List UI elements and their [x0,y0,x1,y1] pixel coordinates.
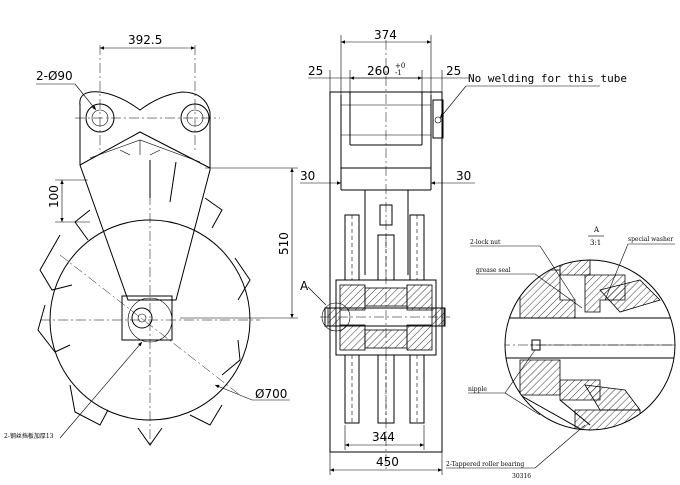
detail-scale-value: 3:1 [590,239,601,247]
dim-260: 260 [367,64,390,78]
note-plate: 2-钢丝挡板加厚13 [4,432,54,440]
label-bearing: 2-Tappered roller bearing [446,461,524,468]
hub-block [121,295,173,341]
label-special-washer: special washer [628,236,673,243]
note-no-welding: No welding for this tube [468,72,627,85]
dim-344: 344 [372,430,395,444]
dim-30-left: 30 [300,169,315,183]
wheel-teeth [37,160,251,446]
frame-outline [329,91,443,453]
dim-25-right: 25 [446,64,461,78]
label-bearing-code: 30316 [512,473,531,480]
dim-100: 100 [47,185,61,208]
front-view: A 374 25 260 +0-1 25 No welding for this… [300,28,627,475]
detail-scale-letter: A [593,226,600,234]
dim-260-tol: +0-1 [395,62,405,77]
dim-30-right: 30 [456,169,471,183]
dim-510: 510 [277,232,291,255]
dim-holes: 2-Ø90 [36,69,73,83]
dim-374: 374 [374,28,397,42]
dim-392-5: 392.5 [128,33,162,47]
bracket-arm [79,91,211,301]
label-grease-seal: grease seal [476,267,511,274]
side-view: 392.5 2-Ø90 100 510 Ø700 2-钢丝挡板加厚13 [4,33,298,446]
dim-25-left: 25 [308,64,323,78]
axle-hole [131,307,153,329]
section-mark-a: A [300,279,309,293]
label-nipple: nipple [468,386,487,393]
detail-view: A 3:1 2-lock nut special washer grease s… [446,226,676,480]
label-lock-nut: 2-lock nut [470,239,501,246]
detail-circle-a [321,302,351,332]
dim-450: 450 [376,455,399,469]
dim-700: Ø700 [255,387,287,401]
